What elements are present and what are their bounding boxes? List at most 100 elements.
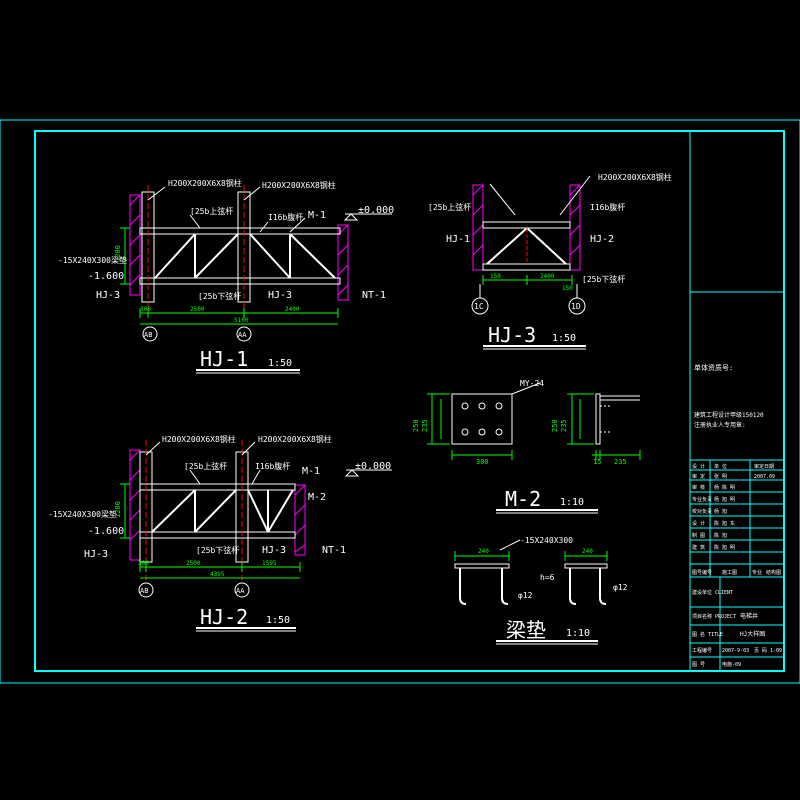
hj1-web-label: I16b腹杆: [268, 212, 303, 222]
pad-title: 梁垫: [506, 618, 546, 642]
title-block: [689, 131, 784, 671]
hj2-m1-label: M-1: [302, 466, 320, 477]
pad-plate-label: -15X240X300: [520, 536, 573, 545]
tb-drawing-label: 图 名 TITLE: [692, 631, 723, 638]
hj1-texts: H200X200X6X8钢柱 H200X200X6X8钢柱 [25b上弦杆 I1…: [58, 178, 394, 371]
m2-scale: 1:10: [560, 497, 584, 508]
tb-no-label: 图 号: [692, 662, 705, 668]
hj2-col-left-label: H200X200X6X8钢柱: [162, 434, 236, 444]
hj1-dim-3: 2400: [285, 306, 300, 313]
title-block-project-line1: 建筑工程设计甲级150120: [694, 411, 764, 419]
tb-drawing-value: HJ大样图: [740, 630, 765, 638]
tb-row7-c1: 陈 旭 明: [714, 544, 735, 551]
tb-row1-c0: 审 定: [692, 473, 705, 480]
tb-row5-c1: 陈 旭 东: [714, 520, 735, 527]
tb-sign-c3: 结构图: [766, 569, 781, 576]
hj2-dim-1: 300: [138, 560, 149, 567]
hj1-scale: 1:50: [268, 358, 292, 369]
m2-dim-235b: 235: [614, 458, 627, 466]
title-block-cad-label: 单体资质号:: [694, 363, 733, 372]
hj2-axis-right: AA: [236, 587, 245, 595]
hj1-dim-total: 5100: [234, 317, 249, 324]
hj1-elevation: [120, 185, 392, 374]
m2-dim-300: 300: [476, 458, 489, 466]
hj3-dim-1: 150: [490, 273, 501, 280]
pad-bar-right: φ12: [613, 583, 628, 592]
hj1-right-wall: [337, 224, 349, 301]
tb-sign-c0: 图号编号: [692, 569, 712, 576]
hj1-bottom-chord: [139, 277, 341, 285]
hj2-height-dim: 1200: [114, 501, 122, 518]
hj1-web-member: [154, 233, 196, 279]
hj3-bottom-chord-label: [25b下弦杆: [582, 274, 625, 284]
hj1-dim-2: 2500: [190, 306, 205, 313]
pad-plate-left: [454, 563, 510, 569]
hj2-left-wall: [129, 449, 141, 561]
tb-row0-c1: 单 位: [714, 463, 727, 470]
tb-row4-c1: 杨 旭: [714, 508, 727, 515]
hj3-dim-2: 2400: [540, 273, 555, 280]
hj3-hj1-label: HJ-1: [446, 234, 470, 245]
hj1-elev-top: ±0.000: [358, 205, 394, 216]
hj2-hj3-right: HJ-3: [262, 545, 286, 556]
hj3-hj2-label: HJ-2: [590, 234, 614, 245]
tb-date-label: 工程编号: [692, 647, 712, 654]
m2-plate-front: [451, 393, 513, 445]
hj3-right-wall: [569, 184, 581, 271]
tb-project-label: 项目名称 PROJECT: [692, 613, 736, 620]
hj1-axis-left: AB: [144, 331, 152, 339]
hj3-axis-right: 1D: [571, 302, 581, 311]
hj1-hj3-left: HJ-3: [96, 290, 120, 301]
hj2-nt1: NT-1: [322, 545, 346, 556]
tb-row6-c0: 制 图: [692, 532, 705, 539]
hj1-axis-left-bubble: [142, 326, 158, 342]
tb-date-value: 2007-9-03: [722, 648, 749, 654]
pad-texts: -15X240X300 240 240 h=6 φ12 φ12 梁垫 1:10: [478, 536, 628, 642]
hj1-pad-label: -15X240X300梁垫: [58, 255, 127, 265]
tb-sign-c2: 专业: [752, 569, 762, 576]
hj2-elev-bottom: -1.600: [88, 526, 124, 537]
hj3-title: HJ-3: [488, 323, 536, 347]
hj3-texts: H200X200X6X8钢柱 [25b上弦杆 I16b腹杆 HJ-1 HJ-2 …: [428, 172, 672, 347]
m2-side-dim-235: 235: [560, 419, 568, 432]
pad-dim-right: 240: [582, 548, 593, 555]
tb-row4-c0: 校对负责: [692, 508, 712, 515]
hj1-top-chord: [139, 227, 341, 235]
hj2-axis-left-bubble: [138, 582, 154, 598]
tb-row1-c1: 张 明: [714, 473, 727, 480]
hj1-title: HJ-1: [200, 347, 248, 371]
hj3-dim-3: 150: [562, 285, 573, 292]
m2-dim-15: 15: [593, 458, 601, 466]
hj1-height-dim: 1200: [114, 245, 122, 262]
tb-row0-c2: 审定日期: [754, 463, 774, 470]
hj1-elev-bottom: -1.600: [88, 271, 124, 282]
hj3-top-chord: [482, 221, 571, 229]
inner-frame: [34, 130, 785, 672]
tb-no-value: 电施-09: [722, 661, 741, 668]
m2-plate-side: [595, 393, 601, 445]
hj1-axis-right-bubble: [236, 326, 252, 342]
tb-row3-c1: 杨 旭 明: [714, 496, 735, 503]
hj3-axis-right-bubble: [568, 297, 586, 315]
tb-row6-c1: 陈 旭: [714, 532, 727, 539]
tb-row1-c2: 2007.09: [754, 474, 775, 480]
hj2-top-chord: [139, 483, 296, 491]
hj2-col-right-label: H200X200X6X8钢柱: [258, 434, 332, 444]
m2-anchor-hole: [461, 402, 469, 410]
tb-row3-c0: 专业负责: [692, 496, 712, 503]
m2-detail: [427, 382, 641, 514]
pad-dim-left: 240: [478, 548, 489, 555]
hj1-col-left-label: H200X200X6X8钢柱: [168, 178, 242, 188]
outer-frame: [0, 119, 800, 684]
hj3-top-chord-label: [25b上弦杆: [428, 202, 471, 212]
hj3-col-label: H200X200X6X8钢柱: [598, 172, 672, 182]
hj2-scale: 1:50: [266, 615, 290, 626]
hj2-dim-total: 4395: [210, 571, 225, 578]
hj2-elev-top: ±0.000: [355, 461, 391, 472]
pad-detail: [454, 539, 608, 645]
pad-weld-label: h=6: [540, 573, 555, 582]
hj2-dim-3: 1595: [262, 560, 277, 567]
pad-bar-left: φ12: [518, 591, 533, 600]
tb-row5-c0: 设 计: [692, 520, 705, 527]
